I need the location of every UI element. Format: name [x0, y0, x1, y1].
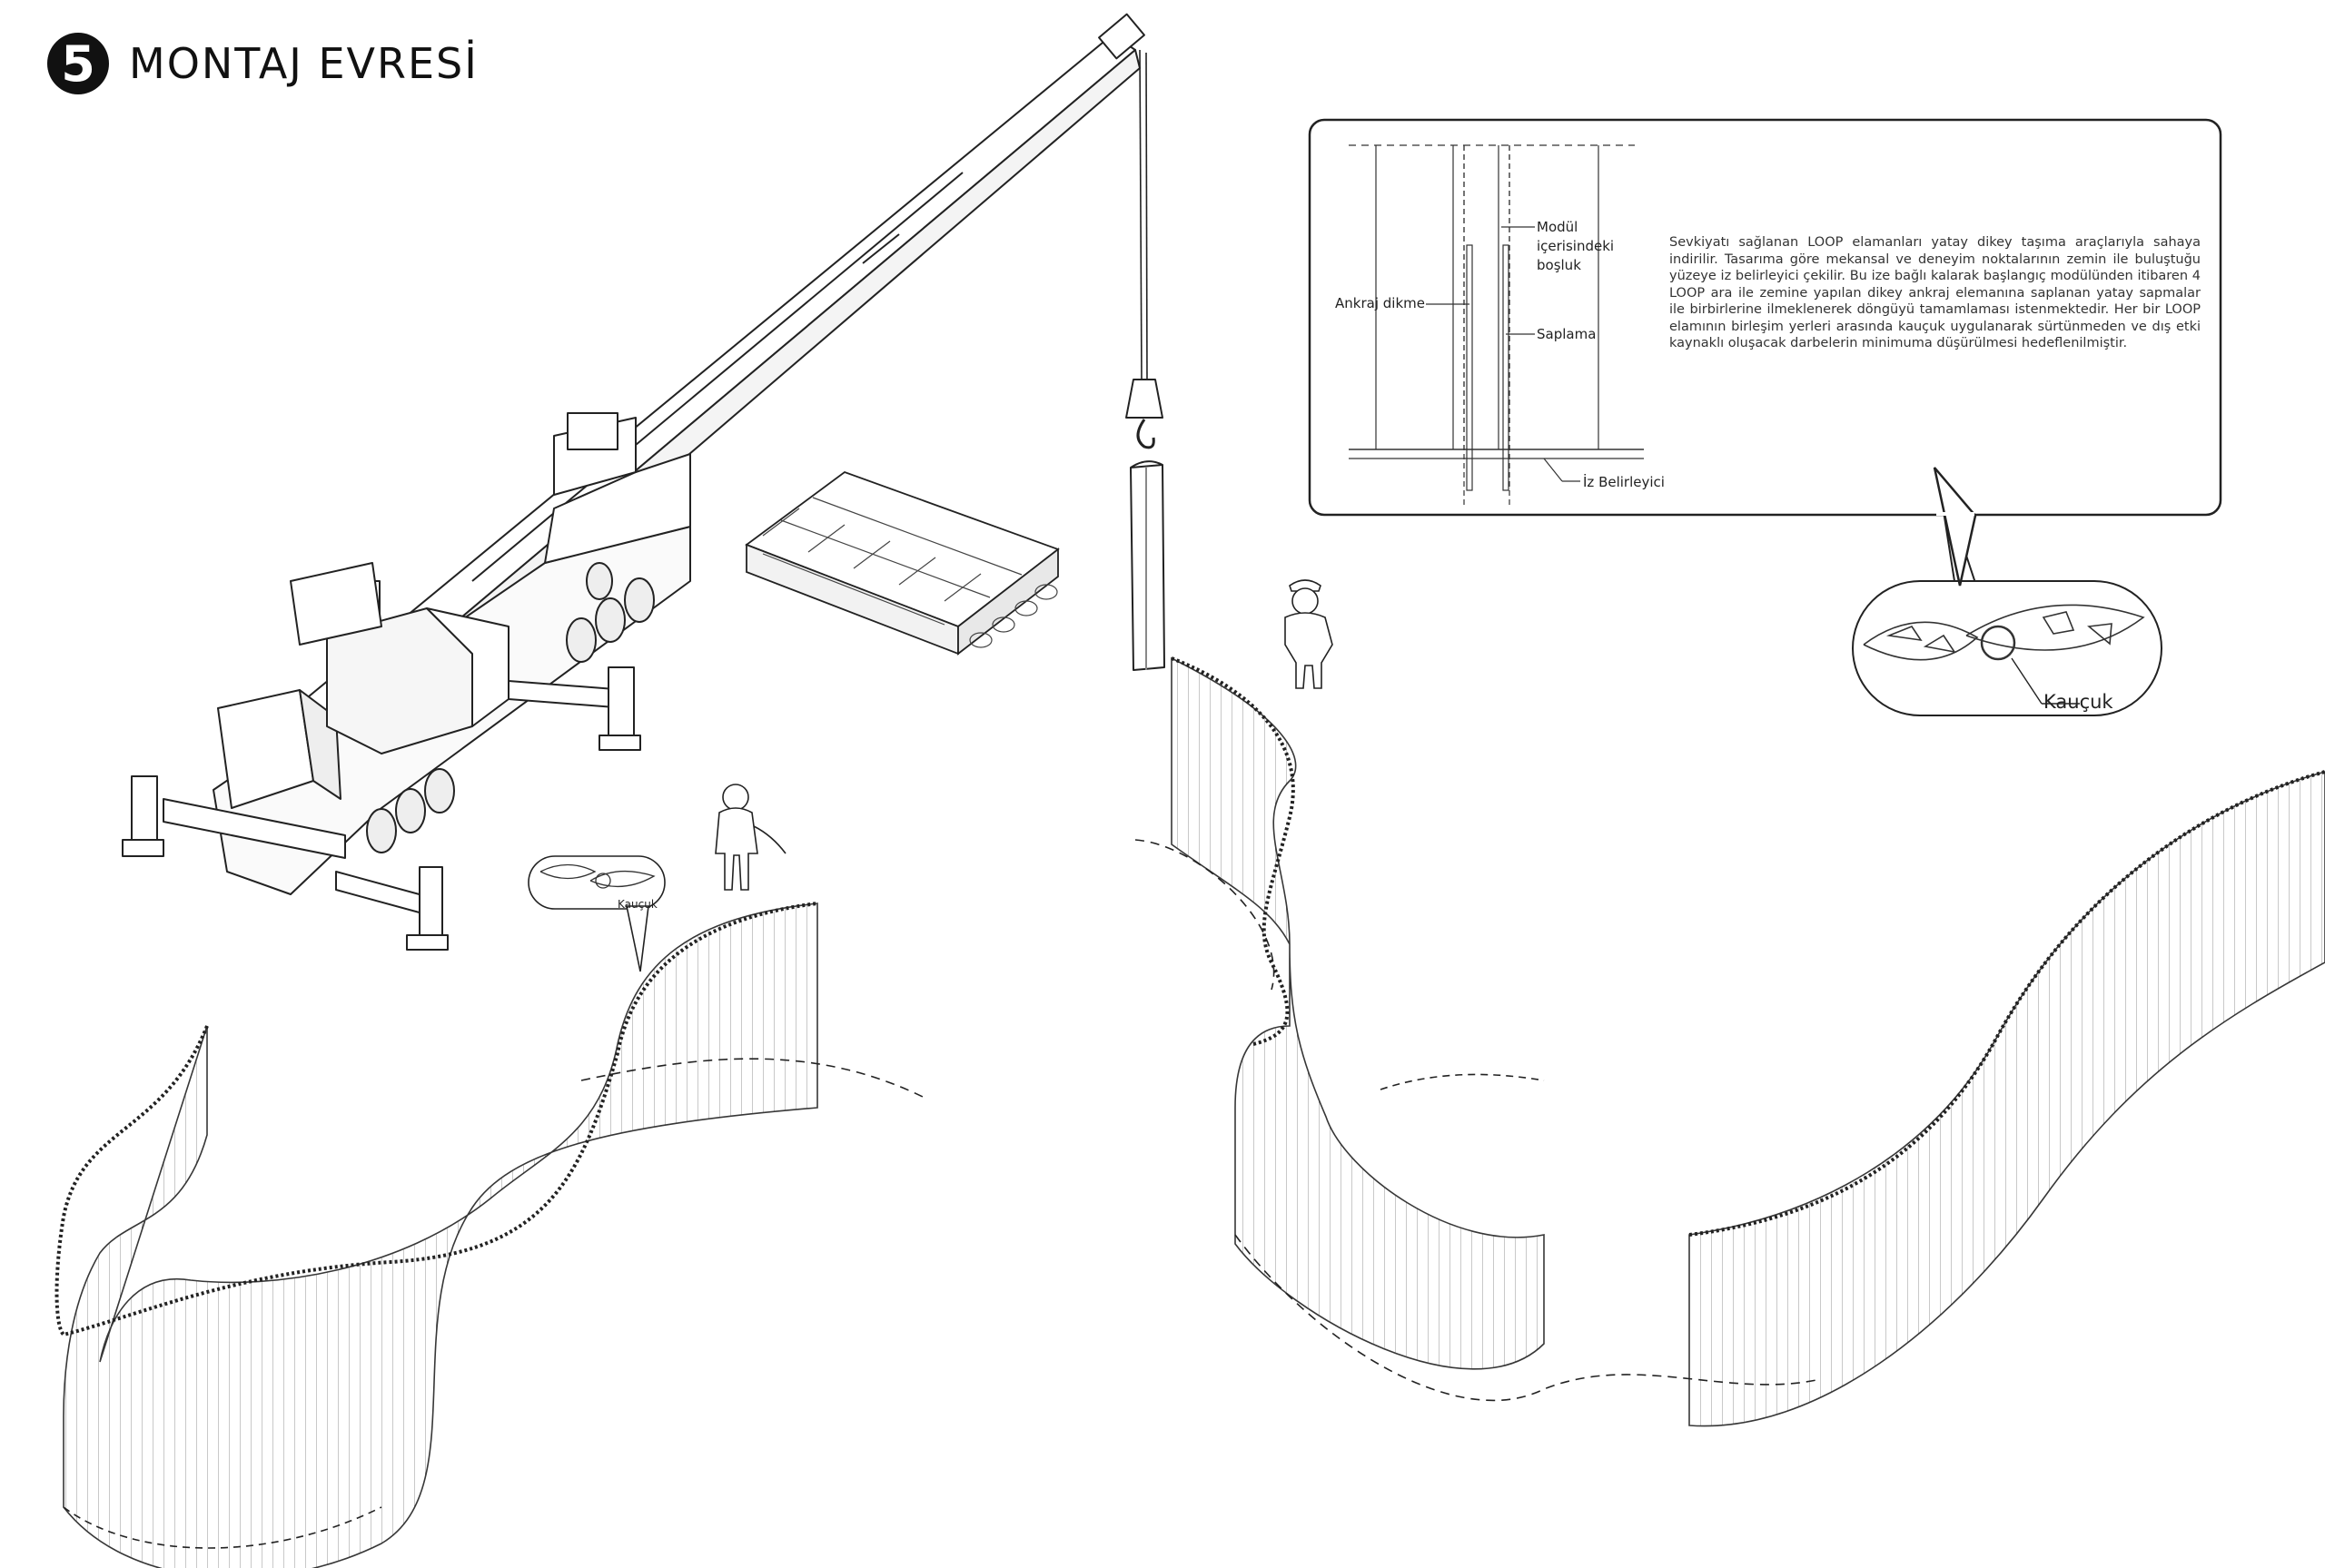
assembly-description: Sevkiyatı sağlanan LOOP elamanları yatay…: [1669, 235, 2201, 350]
label-module-void-2: içerisindeki: [1537, 238, 1614, 254]
label-anchor-post: Ankraj dikme: [1335, 295, 1425, 311]
worker-figure-left: [715, 784, 787, 891]
title-block: 5 MONTAJ EVRESİ: [47, 33, 479, 94]
label-module-void-3: boşluk: [1537, 257, 1581, 273]
rubber-label-small: Kauçuk: [618, 898, 658, 911]
mobile-crane: [122, 13, 1165, 951]
anchor-section-drawing: [1349, 144, 1644, 508]
worker-figure-right: [1284, 579, 1333, 689]
label-trace-marker: İz Belirleyici: [1583, 473, 1665, 490]
detail-box: Modül içerisindeki boşluk Ankraj dikme S…: [1308, 118, 2222, 587]
label-module-void-1: Modül: [1537, 219, 1578, 235]
loop-wall-right: [1134, 656, 2325, 1427]
loop-element-stack: [745, 470, 1060, 656]
label-stud: Saplama: [1537, 326, 1596, 342]
step-number-badge: 5: [47, 33, 109, 94]
rubber-callout-small: Kauçuk: [528, 855, 666, 972]
loop-wall-left: [54, 902, 927, 1568]
page-title: MONTAJ EVRESİ: [129, 39, 479, 88]
rubber-label-large: Kauçuk: [2043, 691, 2113, 713]
